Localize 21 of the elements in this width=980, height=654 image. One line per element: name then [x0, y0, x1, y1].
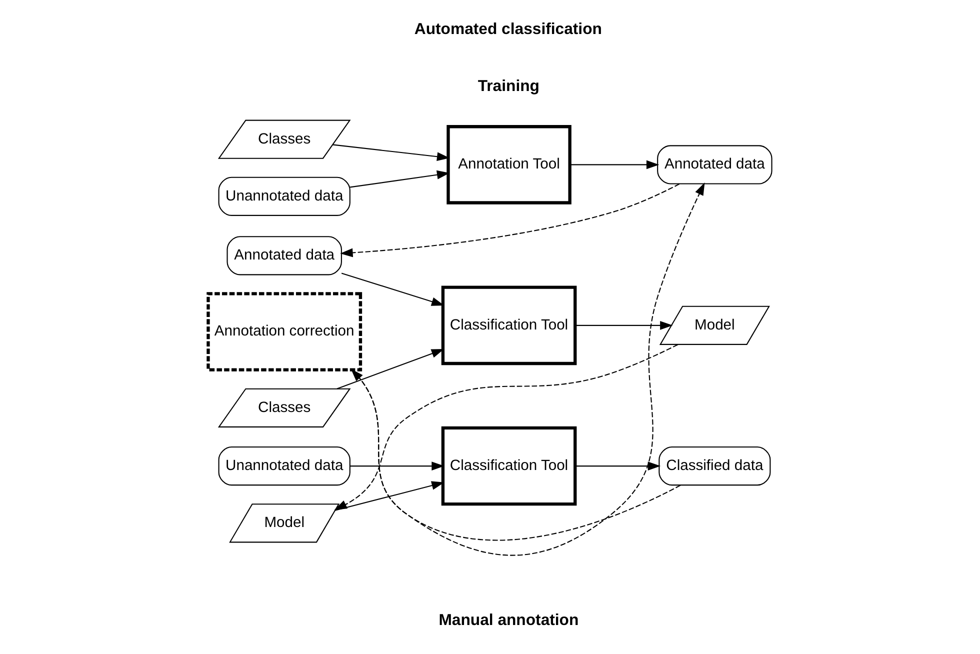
- arrow: [575, 320, 673, 330]
- arrow: [570, 160, 660, 170]
- node-box: Classification Tool: [441, 286, 577, 366]
- arrow: [336, 349, 444, 390]
- node-box: Annotation Tool: [446, 125, 572, 204]
- node-box: Classified data: [658, 446, 771, 486]
- label: Automated classification: [414, 21, 602, 38]
- node-box: Unannotated data: [218, 176, 350, 216]
- label: Training: [478, 78, 540, 96]
- node-box: Annotated data: [226, 236, 342, 276]
- arrow: [575, 462, 661, 470]
- arrow: [350, 170, 450, 188]
- arrow: [340, 184, 680, 258]
- node-box: Classification Tool: [441, 426, 577, 506]
- node-box: Annotated data: [657, 145, 772, 184]
- arrow: [350, 462, 444, 470]
- node-box: Unannotated data: [218, 446, 350, 486]
- label: Manual annotation: [438, 612, 579, 630]
- node-box: Annotation correction: [206, 292, 362, 372]
- arrow: [341, 272, 444, 306]
- arrow: [332, 144, 450, 162]
